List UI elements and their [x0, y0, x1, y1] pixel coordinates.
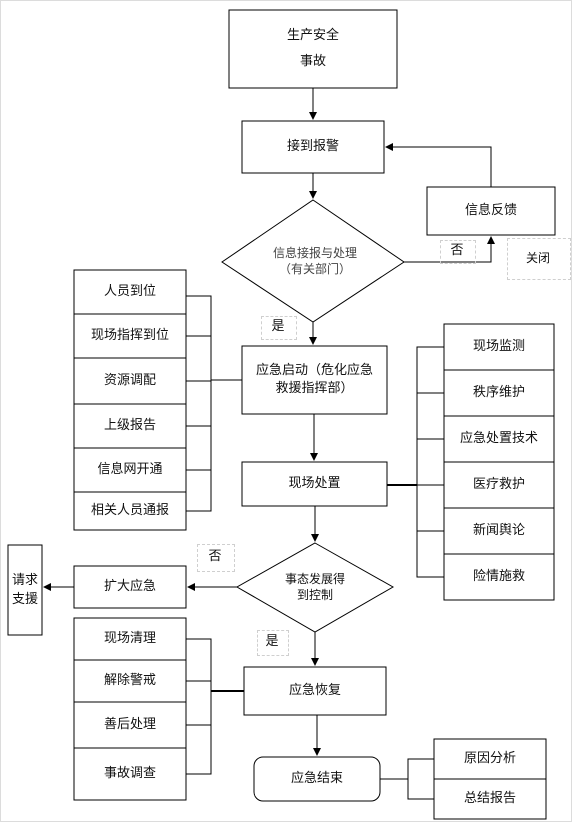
yes-label-outline-2 — [257, 630, 289, 656]
no-label-1: 否 — [450, 243, 464, 259]
yes-label-outline-1 — [261, 316, 297, 340]
left2-item: 现场清理 — [103, 631, 156, 647]
left1-item: 人员到位 — [103, 284, 156, 300]
emergency-recovery-node: 应急恢复 — [288, 683, 341, 699]
left2-item: 事故调查 — [103, 766, 156, 782]
info-feedback-node: 信息反馈 — [464, 203, 517, 219]
end-item: 原因分析 — [463, 751, 516, 767]
expand-response-node: 扩大应急 — [103, 579, 156, 595]
end-item: 总结报告 — [463, 791, 516, 807]
left2-item: 解除警戒 — [103, 673, 156, 689]
accident-line1: 生产安全 — [286, 28, 339, 43]
accident-line2: 事故 — [299, 54, 326, 69]
onsite-disposal-node: 现场处置 — [288, 476, 341, 492]
left1-item: 信息网开通 — [97, 462, 163, 478]
emergency-end-node: 应急结束 — [290, 771, 343, 787]
yes-label-1: 是 — [271, 319, 285, 335]
no-label-2: 否 — [208, 549, 222, 565]
right-item: 新闻舆论 — [472, 523, 525, 539]
request-support-box — [7, 544, 43, 636]
right-item: 现场监测 — [472, 339, 525, 355]
yes-label-2: 是 — [265, 634, 279, 650]
right-item: 秩序维护 — [472, 385, 525, 401]
decision-control-node: 事态发展得到控制 — [284, 571, 345, 602]
emergency-start-node: 应急启动（危化应急救援指挥部） — [255, 363, 373, 396]
no-label-outline-2 — [197, 544, 235, 572]
accident-node: 生产安全 事故 — [229, 14, 397, 84]
close-label: 关闭 — [525, 250, 550, 265]
right-item: 应急处置技术 — [459, 431, 538, 447]
left1-item: 现场指挥到位 — [90, 328, 169, 344]
decision-report-node: 信息接报与处理（有关部门） — [272, 245, 357, 276]
left1-item: 资源调配 — [103, 373, 156, 389]
left1-item: 上级报告 — [103, 418, 156, 434]
right-item: 医疗救护 — [472, 477, 525, 493]
close-label-outline — [507, 238, 571, 280]
right-item: 险情施救 — [472, 569, 525, 585]
request-support-node: 请求支援 — [11, 572, 38, 608]
receive-alarm-node: 接到报警 — [286, 139, 339, 155]
left2-item: 善后处理 — [103, 717, 156, 733]
no-label-outline-1 — [440, 240, 476, 264]
left1-item: 相关人员通报 — [90, 503, 169, 519]
